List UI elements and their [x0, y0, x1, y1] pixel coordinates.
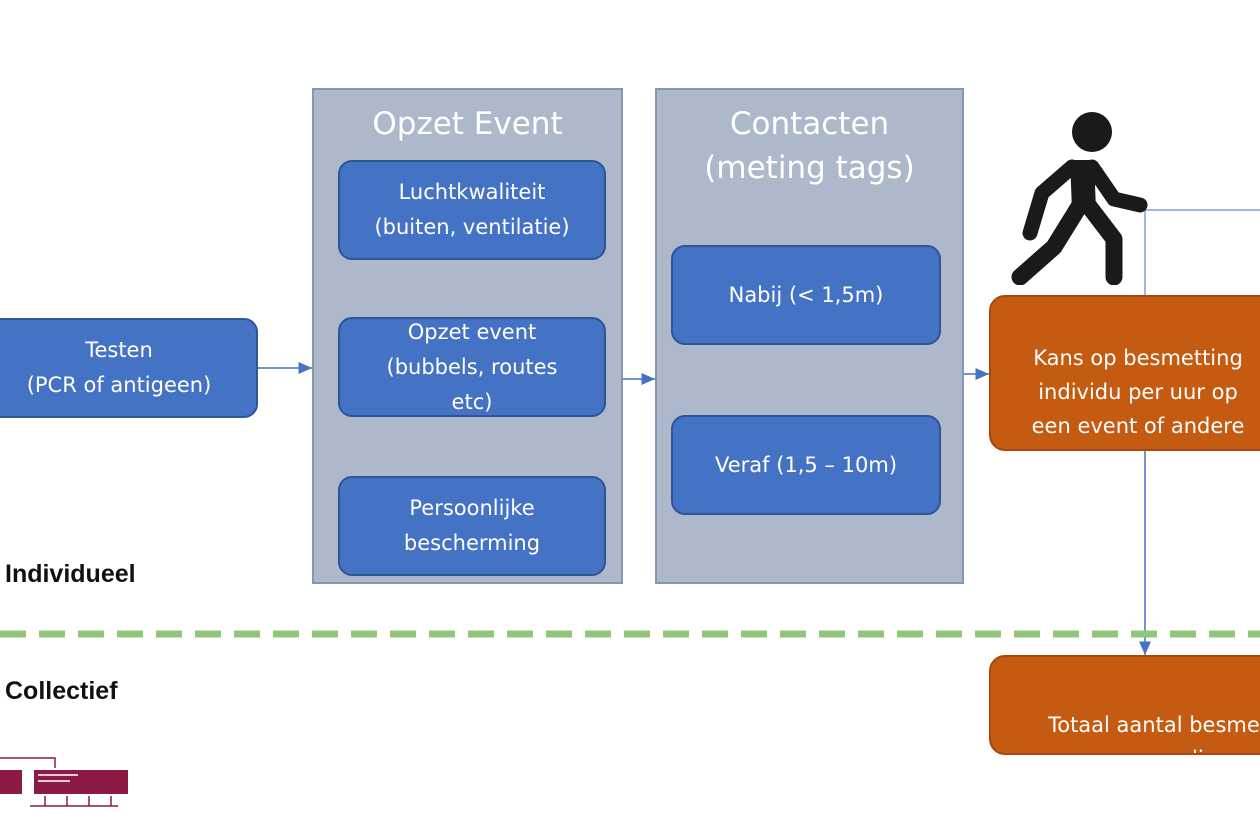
contacts-item-near: Nabij (< 1,5m)	[671, 245, 941, 345]
event-item-label: Luchtkwaliteit (buiten, ventilatie)	[374, 180, 570, 239]
event-panel-title: Opzet Event	[372, 106, 563, 142]
logo-graphic	[0, 757, 128, 807]
walking-person-icon	[1011, 112, 1148, 285]
event-item-protection: Persoonlijke bescherming	[338, 476, 606, 576]
event-item-setup: Opzet event (bubbels, routes etc)	[338, 317, 606, 417]
testing-box: Testen (PCR of antigeen)	[0, 318, 258, 418]
total-infections-label: Totaal aantal besmet en overli	[1047, 713, 1260, 753]
event-item-label: Persoonlijke bescherming	[403, 496, 541, 555]
label-collective: Collectief	[5, 677, 118, 705]
infection-risk-box: Kans op besmetting individu per uur op e…	[989, 295, 1260, 451]
testing-box-label: Testen (PCR of antigeen)	[26, 338, 212, 397]
connector-top-right	[1144, 209, 1260, 295]
label-individual: Individueel	[5, 560, 136, 588]
contacts-item-label: Veraf (1,5 – 10m)	[714, 452, 898, 477]
event-item-label: Opzet event (bubbels, routes etc)	[386, 319, 558, 414]
total-infections-box: Totaal aantal besmet en overli	[989, 655, 1260, 755]
infection-risk-label: Kans op besmetting individu per uur op e…	[1031, 346, 1245, 449]
contacts-panel-title: Contacten (meting tags)	[704, 106, 915, 186]
event-item-air-quality: Luchtkwaliteit (buiten, ventilatie)	[338, 160, 606, 260]
contacts-item-label: Nabij (< 1,5m)	[728, 282, 884, 307]
contacts-item-far: Veraf (1,5 – 10m)	[671, 415, 941, 515]
